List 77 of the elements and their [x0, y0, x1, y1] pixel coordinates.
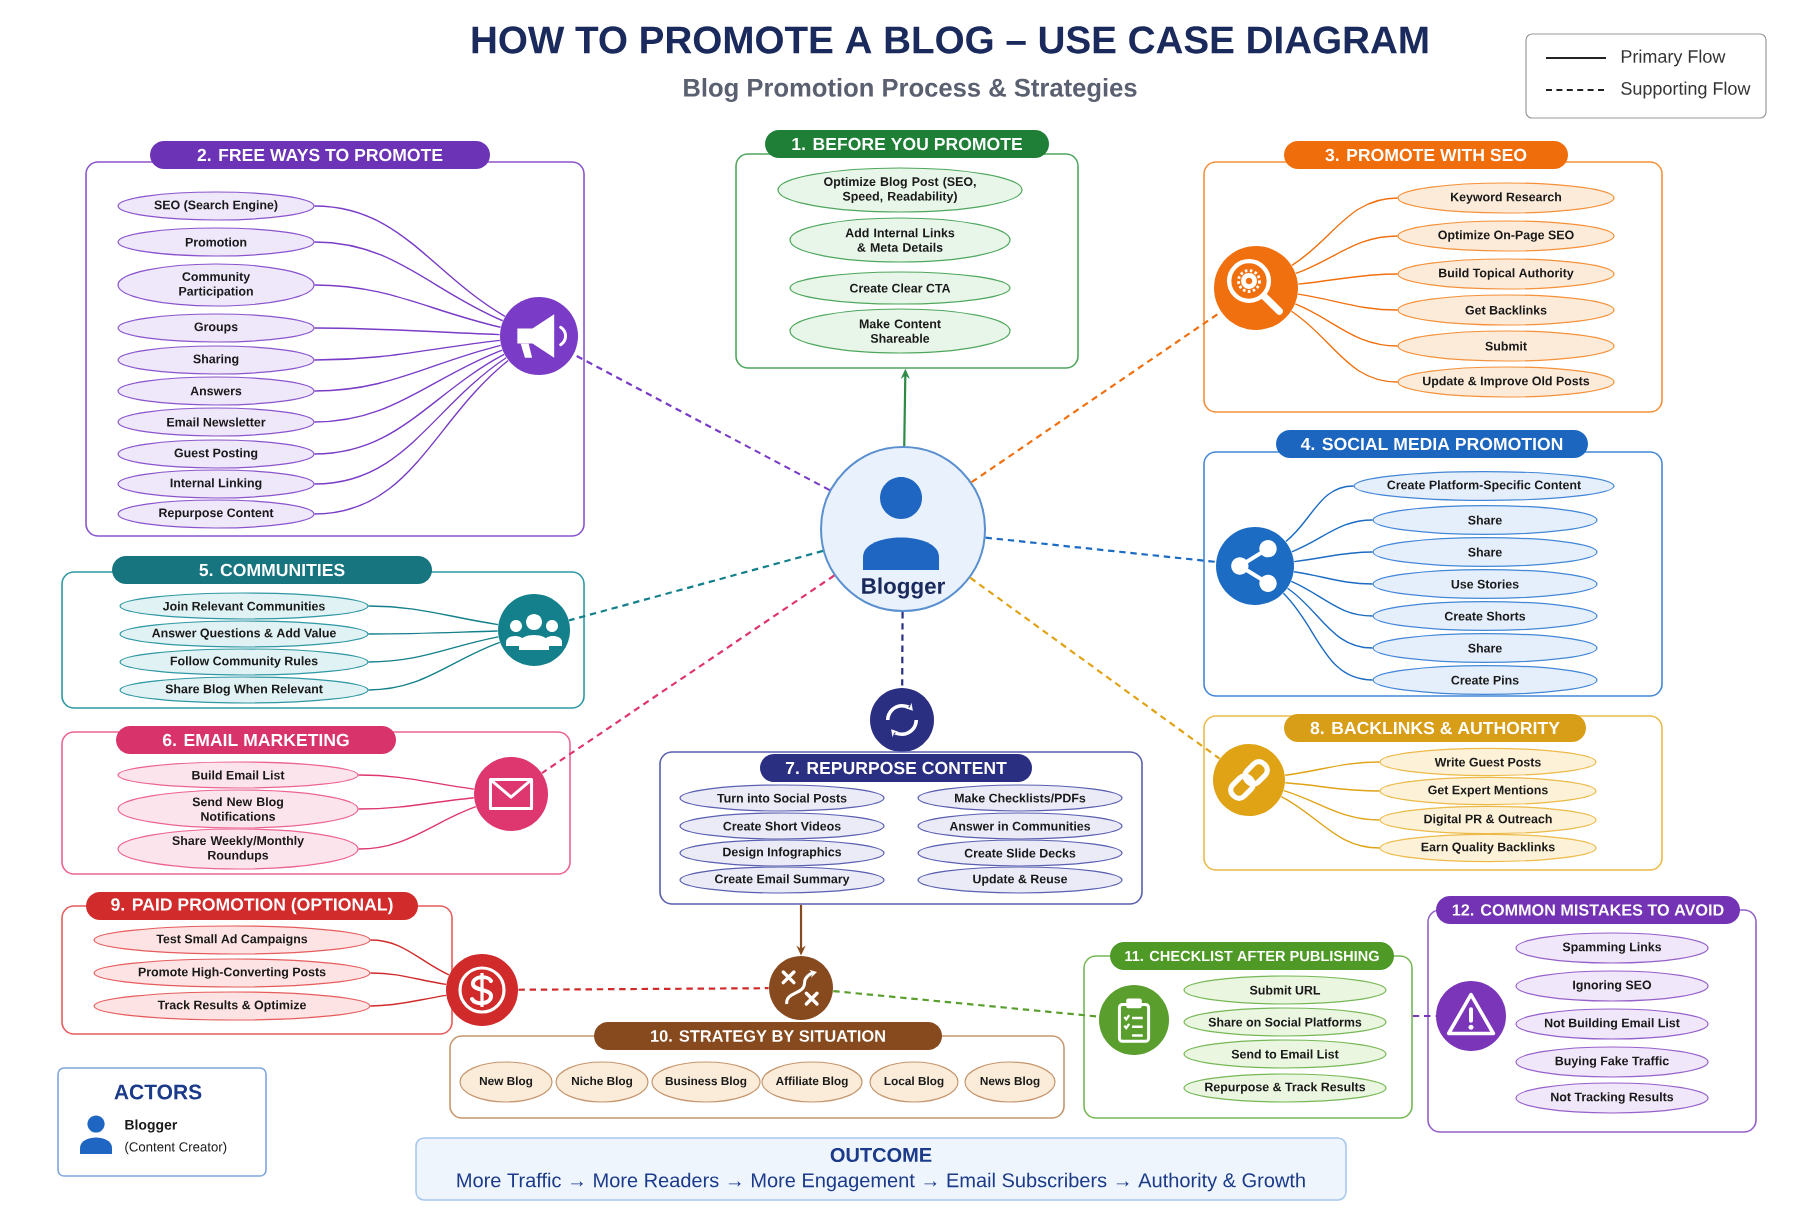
title: HOW TO PROMOTE A BLOG – USE CASE DIAGRAM [472, 26, 1428, 54]
dashed-line [1412, 1014, 1436, 1018]
warning-icon [1436, 981, 1506, 1051]
share-icon [1216, 527, 1294, 605]
connector-line [313, 359, 509, 515]
people-icon [498, 594, 570, 666]
connector-line [313, 327, 501, 336]
heading-tab: 7. REPURPOSE CONTENT [760, 754, 1032, 782]
connector-line [357, 806, 477, 850]
connector-line [1285, 485, 1355, 543]
connector-line [1286, 587, 1374, 649]
envelope-icon [474, 757, 548, 831]
connector-line [313, 284, 502, 328]
connector-line [369, 972, 447, 986]
link-icon [1213, 744, 1285, 816]
heading-tab: 1. BEFORE YOU PROMOTE [765, 130, 1049, 158]
heading-tab: 9. PAID PROMOTION (OPTIONAL) [86, 892, 418, 920]
outcome-box [415, 1137, 1347, 1201]
connector-line [313, 241, 504, 322]
connector-line [1290, 580, 1374, 617]
outcome-flow: More Traffic → More Readers → More Engagement → Email Subscribers → Authority & Growth [457, 1172, 1305, 1192]
connector-line [1295, 235, 1399, 275]
heading-tab: 4. SOCIAL MEDIA PROMOTION [1276, 430, 1588, 458]
connector-line [367, 630, 499, 635]
connector-line [1282, 592, 1374, 681]
subtitle: Blog Promotion Process & Strategies [684, 78, 1137, 102]
connector-line [369, 994, 447, 1007]
refresh-icon [870, 688, 934, 752]
dashed-line [573, 353, 831, 492]
connector-line [1284, 761, 1381, 776]
connector-line [1297, 273, 1399, 285]
connector-line [1291, 519, 1374, 553]
dashed-line [970, 311, 1222, 484]
dashed-line [969, 576, 1221, 760]
connector-line [357, 797, 475, 810]
connector-line [313, 353, 505, 455]
connector-line [1293, 551, 1374, 563]
dashed-line [985, 536, 1216, 563]
dashed-line [541, 574, 835, 774]
connector-line [313, 349, 503, 423]
heading: OUTCOME [830, 1147, 932, 1163]
connector-line [357, 774, 475, 790]
connector-line [367, 636, 499, 663]
connector-line [313, 205, 506, 317]
dollar-icon [446, 954, 518, 1026]
connector-line [1280, 795, 1381, 849]
connector-line [1283, 789, 1381, 821]
dashed-line [518, 987, 769, 991]
dashed-line [833, 990, 1099, 1018]
actors-box [57, 1067, 267, 1177]
connector-line [369, 939, 450, 976]
heading-tab: 5. COMMUNITIES [112, 556, 432, 584]
megaphone-icon [500, 297, 578, 375]
heading-tab: 6. EMAIL MARKETING [116, 726, 396, 754]
connector-line [367, 641, 501, 691]
magnifier-gear-icon [1214, 246, 1298, 330]
connector-line [1290, 310, 1399, 383]
heading-tab: 3. PROMOTE WITH SEO [1284, 141, 1568, 169]
connector-line [1291, 197, 1399, 267]
connector-line [1284, 782, 1381, 792]
connector-line [313, 339, 501, 361]
heading-tab: 8. BACKLINKS & AUTHORITY [1284, 714, 1586, 742]
connector-line [313, 344, 502, 392]
legend-label: Primary Flow [1621, 49, 1726, 67]
strategy-icon [769, 956, 833, 1020]
connector-line [1297, 293, 1399, 311]
heading-tab: 12. COMMON MISTAKES TO AVOID [1436, 896, 1740, 924]
legend-label: Supporting Flow [1621, 81, 1751, 99]
heading-tab: 2. FREE WAYS TO PROMOTE [150, 141, 490, 169]
connector-line [1294, 303, 1399, 347]
clipboard-icon [1099, 985, 1169, 1055]
connector-line [313, 357, 507, 485]
dashed-line [568, 549, 824, 622]
heading: ACTORS [114, 1084, 202, 1100]
connector-line [367, 605, 499, 626]
dashed-line [901, 612, 904, 688]
connector-line [1293, 570, 1374, 585]
